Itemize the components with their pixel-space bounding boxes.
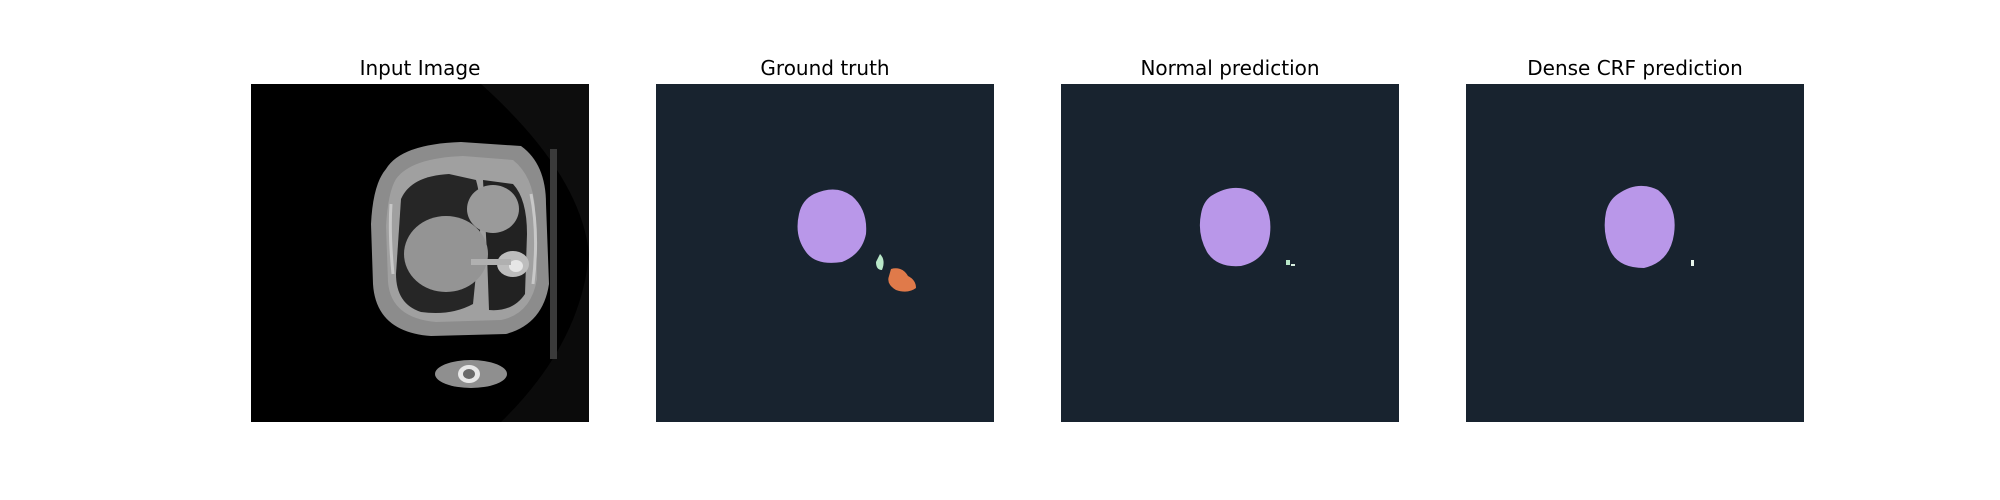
panel-input-image: Input Image: [251, 0, 589, 500]
ground-truth-mask: [656, 84, 994, 422]
panel-ground-truth: Ground truth: [656, 0, 994, 500]
normal-prediction-mask: [1061, 84, 1399, 422]
ct-scan-image: [251, 84, 589, 422]
panel-title: Dense CRF prediction: [1527, 56, 1743, 80]
panel-normal-prediction: Normal prediction: [1061, 0, 1399, 500]
panel-dense-crf-prediction: Dense CRF prediction: [1466, 0, 1804, 500]
segment-purple: [1604, 185, 1675, 268]
segment-purple: [1199, 187, 1271, 267]
segment-purple: [797, 189, 867, 263]
dense-crf-prediction-mask: [1466, 84, 1804, 422]
segment-mint: [1286, 260, 1290, 265]
panel-title: Input Image: [359, 56, 481, 80]
segment-orange: [888, 268, 916, 292]
segment-mint: [1691, 260, 1694, 266]
panel-title: Ground truth: [760, 56, 890, 80]
panel-title: Normal prediction: [1140, 56, 1320, 80]
segment-mint: [876, 254, 884, 270]
